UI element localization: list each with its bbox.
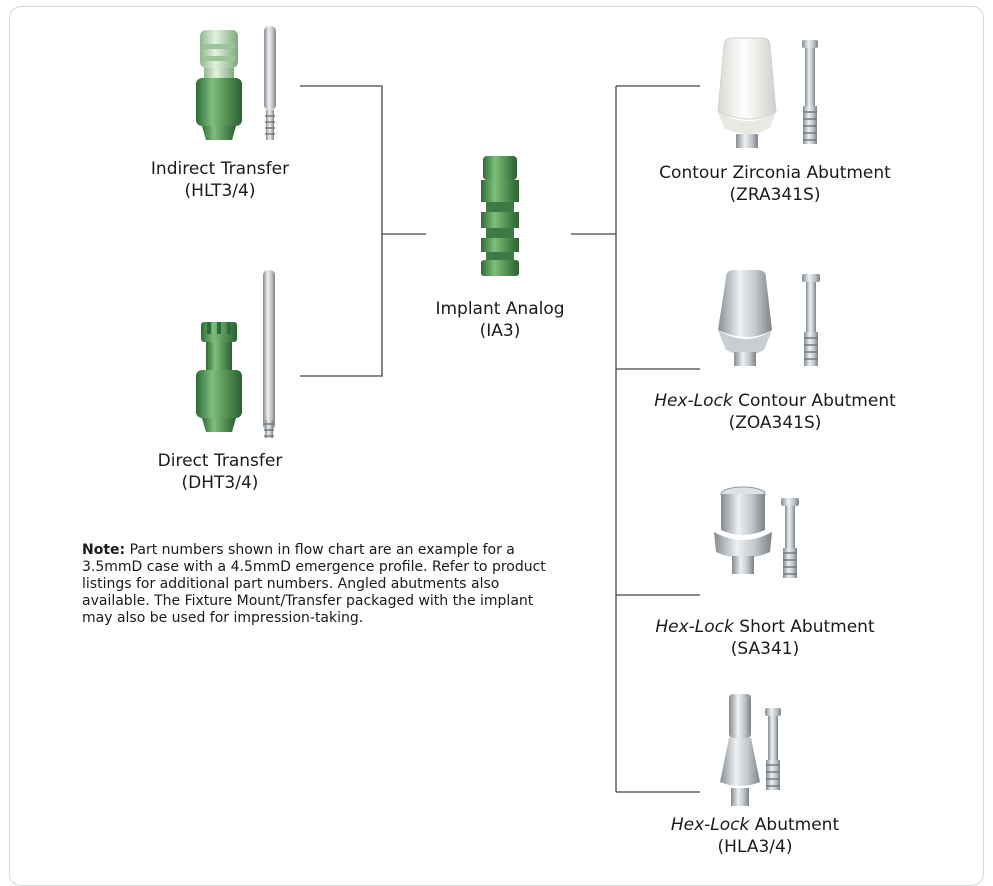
indirect-transfer-label: Indirect Transfer (HLT3/4) — [150, 158, 290, 202]
implant-analog-label: Implant Analog (IA3) — [420, 298, 580, 342]
contour-zirconia-code: (ZRA341S) — [729, 185, 821, 205]
hexlock-contour-image — [718, 270, 820, 366]
hexlock-abutment-image — [720, 694, 781, 806]
hexlock-short-image — [714, 486, 799, 578]
hexlock-contour-label: Hex-Lock Contour Abutment (ZOA341S) — [625, 390, 925, 434]
hexlock-short-name-italic: Hex-Lock — [655, 617, 734, 637]
direct-transfer-name: Direct Transfer — [157, 451, 283, 471]
hexlock-abutment-name-rest: Abutment — [749, 815, 840, 835]
hexlock-contour-code: (ZOA341S) — [728, 413, 822, 433]
connector-indirect — [300, 85, 383, 377]
indirect-transfer-image — [196, 26, 276, 140]
implant-analog-name: Implant Analog — [435, 299, 565, 319]
indirect-transfer-code: (HLT3/4) — [184, 181, 256, 201]
hexlock-short-code: (SA341) — [730, 639, 800, 659]
implant-analog-code: (IA3) — [479, 321, 521, 341]
hexlock-contour-name-rest: Contour Abutment — [732, 391, 896, 411]
implant-analog-image — [481, 156, 519, 276]
hexlock-contour-name-italic: Hex-Lock — [654, 391, 733, 411]
contour-zirconia-image — [717, 37, 818, 148]
direct-transfer-image — [196, 270, 275, 438]
part-number-note: Note: Part numbers shown in flow chart a… — [82, 542, 562, 627]
hexlock-abutment-name-italic: Hex-Lock — [670, 815, 750, 835]
contour-zirconia-label: Contour Zirconia Abutment (ZRA341S) — [640, 162, 910, 206]
direct-transfer-code: (DHT3/4) — [181, 473, 259, 493]
hexlock-short-name-rest: Short Abutment — [733, 617, 875, 637]
direct-transfer-label: Direct Transfer (DHT3/4) — [150, 450, 290, 494]
indirect-transfer-name: Indirect Transfer — [150, 159, 290, 179]
note-lead: Note: — [82, 542, 126, 558]
hexlock-abutment-code: (HLA3/4) — [717, 837, 793, 857]
hexlock-abutment-label: Hex-Lock Abutment (HLA3/4) — [640, 814, 870, 858]
contour-zirconia-name: Contour Zirconia Abutment — [659, 163, 891, 183]
hexlock-short-label: Hex-Lock Short Abutment (SA341) — [630, 616, 900, 660]
note-text: Part numbers shown in flow chart are an … — [82, 542, 546, 626]
